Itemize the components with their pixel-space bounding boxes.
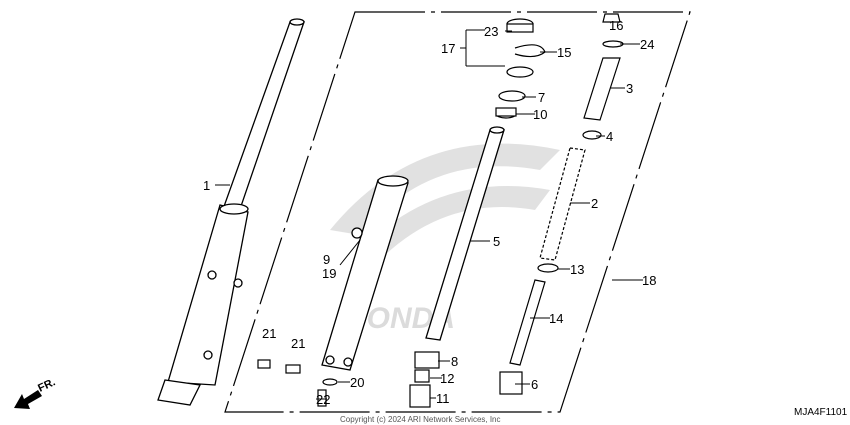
callout-21: 21 [262, 326, 276, 341]
callout-19: 19 [322, 266, 336, 281]
callout-5: 5 [493, 234, 500, 249]
front-label: FR. [36, 376, 57, 394]
diagram-code: MJA4F1101 [794, 407, 848, 418]
callout-2: 2 [591, 196, 598, 211]
fork-assembly-part-1 [157, 18, 305, 406]
callout-7: 7 [538, 90, 545, 105]
callout-4: 4 [606, 129, 613, 144]
fork-pipe-part-5 [425, 126, 505, 341]
callout-1: 1 [203, 178, 210, 193]
callout-22: 22 [316, 392, 330, 407]
front-direction-arrow-icon: FR. [14, 376, 57, 409]
callout-13: 13 [570, 262, 584, 277]
small-parts [257, 13, 624, 408]
callout-9: 9 [323, 252, 330, 267]
copyright-text: Copyright (c) 2024 ARI Network Services,… [340, 415, 501, 424]
callout-24: 24 [640, 37, 654, 52]
callout-15: 15 [557, 45, 571, 60]
callout-20: 20 [350, 375, 364, 390]
callout-16: 16 [609, 18, 623, 33]
callout-12: 12 [440, 371, 454, 386]
callout-14: 14 [549, 311, 563, 326]
callout-23: 23 [484, 24, 498, 39]
callout-6: 6 [531, 377, 538, 392]
outer-tube-part-9 [321, 175, 409, 371]
callout-18: 18 [642, 273, 656, 288]
callout-3: 3 [626, 81, 633, 96]
callout-21b: 21 [291, 336, 305, 351]
callout-labels: 1 2 3 4 5 6 7 8 9 10 11 12 13 14 15 16 1… [203, 18, 656, 407]
assembly-boundary [224, 11, 691, 413]
callout-17: 17 [441, 41, 455, 56]
callout-11: 11 [436, 391, 450, 406]
callout-10: 10 [533, 107, 547, 122]
callout-8: 8 [451, 354, 458, 369]
leader-lines [215, 29, 643, 400]
